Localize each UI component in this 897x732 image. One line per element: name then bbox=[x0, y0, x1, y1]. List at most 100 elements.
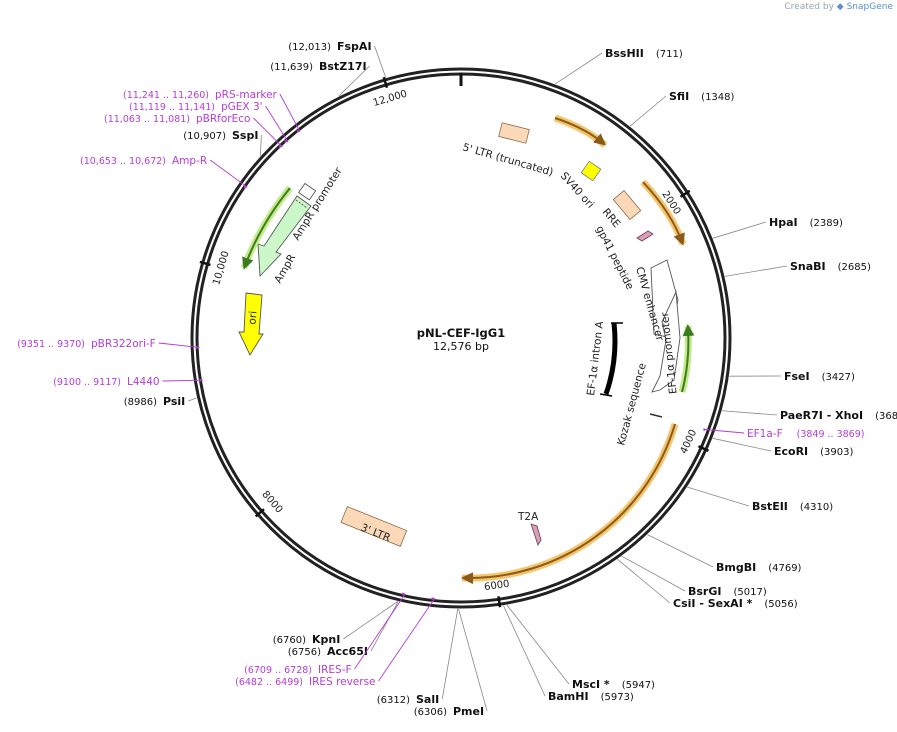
site-position: (2685) bbox=[838, 262, 871, 273]
restriction-site[interactable]: PmeI (6306) bbox=[414, 608, 488, 718]
site-name: BstEII bbox=[752, 500, 788, 513]
site-leader-line bbox=[712, 221, 767, 239]
ef1a-green-arrow-line bbox=[681, 324, 695, 393]
site-position: (3688) bbox=[875, 411, 897, 422]
site-name: PmeI bbox=[453, 705, 484, 718]
primer[interactable]: pRS-marker (11,241 .. 11,260) bbox=[123, 89, 301, 133]
primer-position: (6709 .. 6728) bbox=[244, 665, 312, 676]
primer[interactable]: pGEX 3'(11,119 .. 11,141) bbox=[129, 101, 289, 143]
feature-ampr: AmpR bbox=[257, 195, 312, 286]
primer-name: pGEX 3' bbox=[221, 101, 263, 113]
site-position: (2389) bbox=[810, 218, 843, 229]
site-leader-line bbox=[374, 45, 387, 78]
feature-kozak: Kozak sequence bbox=[615, 362, 663, 447]
primer[interactable]: pBRforEco (11,063 .. 11,081) bbox=[104, 113, 284, 149]
restriction-site[interactable]: HpaI(2389) bbox=[712, 216, 843, 239]
site-position: (5017) bbox=[733, 587, 766, 598]
restriction-site[interactable]: SalI(6312) bbox=[377, 608, 459, 706]
feature-ef1a-intron: EF-1α intron A bbox=[585, 320, 623, 397]
primer[interactable]: IRES reverse(6482 .. 6499) bbox=[235, 597, 436, 688]
site-position: (6306) bbox=[414, 707, 447, 718]
restriction-site[interactable]: EcoRI(3903) bbox=[712, 437, 854, 458]
orange-arrow-3 bbox=[461, 423, 679, 585]
primer-leader-line bbox=[265, 105, 289, 142]
site-leader-line bbox=[629, 95, 667, 127]
primer-position: (11,241 .. 11,260) bbox=[123, 90, 209, 101]
site-name: SfiI bbox=[669, 90, 689, 103]
tick-label: 12,000 bbox=[372, 89, 409, 109]
primer[interactable]: L4440(9100 .. 9117) bbox=[53, 376, 204, 388]
site-name: BstZ17I bbox=[319, 60, 367, 73]
site-leader-line bbox=[555, 52, 603, 85]
primer-name: pBR322ori-F bbox=[91, 338, 156, 350]
site-position: (4769) bbox=[768, 563, 801, 574]
primer-position: (9351 .. 9370) bbox=[17, 339, 85, 350]
restriction-site[interactable]: BsrGI (5017) bbox=[621, 555, 767, 598]
tick-mark bbox=[199, 260, 211, 267]
primer-leader-line bbox=[158, 342, 200, 348]
site-leader-line bbox=[370, 601, 399, 652]
tick-label: 10,000 bbox=[211, 250, 231, 287]
restriction-site[interactable]: CsiI - SexAI * (5056) bbox=[617, 558, 798, 610]
primer-name: pRS-marker bbox=[215, 89, 278, 101]
site-name: PsiI bbox=[163, 395, 185, 408]
primer-arrow-icon bbox=[296, 129, 301, 133]
primer[interactable]: pBR322ori-F (9351 .. 9370) bbox=[17, 338, 201, 350]
primer-name: pBRforEco bbox=[196, 113, 250, 125]
restriction-site[interactable]: MscI *(5947) bbox=[506, 604, 655, 691]
restriction-site[interactable]: BstEII(4310) bbox=[687, 486, 833, 513]
site-position: (5056) bbox=[764, 599, 797, 610]
restriction-site[interactable]: FspAI(12,013) bbox=[288, 40, 387, 78]
tick-label: 6000 bbox=[484, 579, 511, 594]
primer-arrow-icon bbox=[402, 592, 407, 596]
restriction-site[interactable]: SfiI(1348) bbox=[629, 90, 735, 127]
feature-label-gp41: gp41 peptide bbox=[593, 224, 635, 292]
site-name: CsiI - SexAI * bbox=[673, 597, 753, 610]
restriction-site[interactable]: PaeR7I - XhoI (3688) bbox=[722, 409, 897, 422]
site-leader-line bbox=[617, 558, 671, 604]
site-name: BsrGI bbox=[688, 585, 721, 598]
tick-mark bbox=[254, 508, 265, 518]
backbone-outer bbox=[190, 67, 732, 609]
primer[interactable]: Amp-R(10,653 .. 10,672) bbox=[80, 155, 248, 189]
site-name: MscI * bbox=[572, 678, 610, 691]
restriction-site[interactable]: BstZ17I(11,639) bbox=[270, 60, 370, 97]
feature-label-5-ltr: 5' LTR (truncated) bbox=[461, 141, 554, 178]
feature-5-ltr: 5' LTR (truncated) bbox=[461, 122, 555, 179]
primer-name: IRES reverse bbox=[309, 676, 376, 688]
primer[interactable]: EF1a-F(3849 .. 3869) bbox=[703, 428, 864, 440]
feature-label-ori: ori bbox=[246, 310, 259, 325]
site-leader-line bbox=[506, 604, 570, 685]
feature-ef1a-promoter: EF-1α promoter bbox=[651, 290, 681, 395]
restriction-site[interactable]: SnaBI (2685) bbox=[724, 260, 871, 277]
primer-leader-line bbox=[354, 593, 406, 670]
site-name: SnaBI bbox=[790, 260, 826, 273]
site-name: PaeR7I - XhoI bbox=[780, 409, 863, 422]
primer-position: (11,063 .. 11,081) bbox=[104, 114, 190, 125]
snapgene-logo-icon: ◆ bbox=[836, 2, 844, 12]
restriction-site[interactable]: Acc65I(6756) bbox=[288, 601, 399, 658]
primer-leader-line bbox=[209, 159, 248, 188]
site-leader-line bbox=[722, 410, 778, 416]
restriction-site[interactable]: PsiI (8986) bbox=[124, 395, 197, 408]
site-name: FseI bbox=[784, 370, 810, 383]
site-position: (8986) bbox=[124, 397, 157, 408]
primer-arrow-icon bbox=[284, 139, 289, 143]
site-leader-line bbox=[712, 437, 772, 452]
restriction-site[interactable]: KpnI(6760) bbox=[273, 601, 398, 646]
primer-position: (10,653 .. 10,672) bbox=[80, 156, 166, 167]
site-leader-line bbox=[458, 608, 488, 712]
primer-name: EF1a-F bbox=[747, 428, 783, 440]
tick-mark bbox=[382, 76, 389, 89]
restriction-site[interactable]: BssHII(711) bbox=[555, 47, 683, 85]
primer-arrow-icon bbox=[243, 185, 248, 189]
restriction-site[interactable]: FseI(3427) bbox=[729, 370, 855, 383]
site-name: BmgBI bbox=[716, 561, 756, 574]
primer[interactable]: IRES-F(6709 .. 6728) bbox=[244, 592, 407, 676]
restriction-site[interactable]: SspI(10,907) bbox=[183, 129, 262, 156]
restriction-site[interactable]: BmgBI (4769) bbox=[647, 534, 802, 574]
site-name: Acc65I bbox=[327, 645, 368, 658]
plasmid-name: pNL-CEF-IgG1 bbox=[417, 326, 505, 340]
restriction-site[interactable]: BamHI(5973) bbox=[503, 605, 634, 703]
